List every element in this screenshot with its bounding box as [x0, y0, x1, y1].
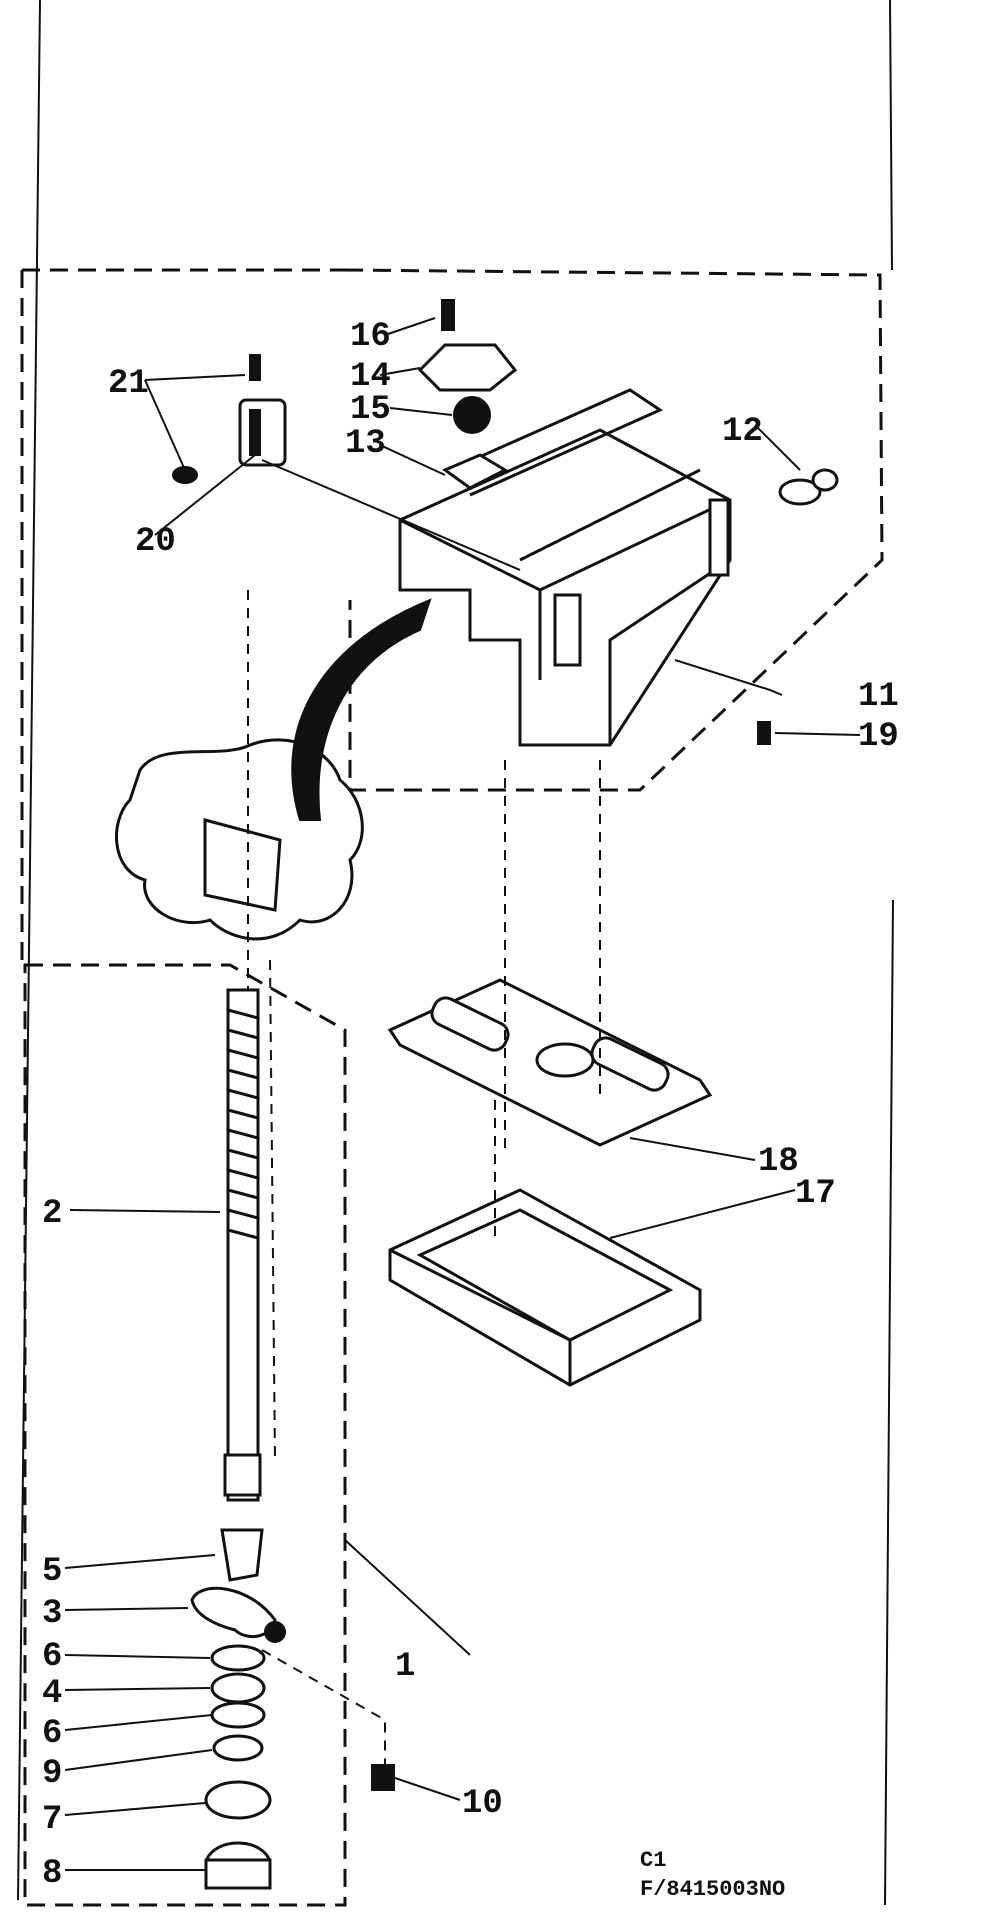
page-edge-right [884, 0, 894, 1906]
lower-group-box [23, 963, 347, 1907]
callout-4: 4 [42, 1675, 62, 1713]
callout-21: 21 [108, 365, 149, 403]
inset-arrow [291, 598, 432, 821]
callout-11: 11 [858, 678, 899, 716]
callout-14: 14 [350, 358, 391, 396]
alignment-lines-left [247, 590, 276, 1461]
part-17 [388, 1188, 702, 1387]
callout-13: 13 [345, 425, 386, 463]
upper-group-box [22, 268, 884, 792]
callout-19: 19 [858, 718, 899, 756]
page-edge-left [17, 0, 41, 1901]
callout-2: 2 [42, 1195, 62, 1233]
callout-20: 20 [135, 523, 176, 561]
callout-5: 5 [42, 1553, 62, 1591]
callout-15: 15 [350, 391, 391, 429]
drawing-code-line2: F/8415003NO [640, 1877, 785, 1902]
part-12 [778, 468, 839, 506]
part-18 [387, 978, 713, 1147]
callout-3: 3 [42, 1595, 62, 1633]
part-2-shaft [223, 988, 262, 1502]
callout-9: 9 [42, 1755, 62, 1793]
callout-16: 16 [350, 318, 391, 356]
callout-10: 10 [462, 1785, 503, 1823]
housing-11 [398, 388, 732, 747]
callout-12: 12 [722, 413, 763, 451]
callout-17: 17 [795, 1175, 836, 1213]
callout-6b: 6 [42, 1715, 62, 1753]
part-19 [757, 721, 771, 745]
callout-8: 8 [42, 1855, 62, 1893]
drawing-code-line1: C1 [640, 1848, 666, 1873]
inset-bracket [203, 818, 282, 912]
callout-18: 18 [758, 1143, 799, 1181]
lower-parts-stack [190, 1528, 286, 1890]
part-10 [261, 1649, 395, 1791]
callout-1: 1 [395, 1648, 415, 1686]
parts-13-16 [417, 299, 518, 490]
callout-7: 7 [42, 1801, 62, 1839]
callout-leaders [64, 317, 861, 1871]
alignment-lines [494, 760, 601, 1240]
callout-6a: 6 [42, 1638, 62, 1676]
parts-20-21 [172, 354, 521, 571]
